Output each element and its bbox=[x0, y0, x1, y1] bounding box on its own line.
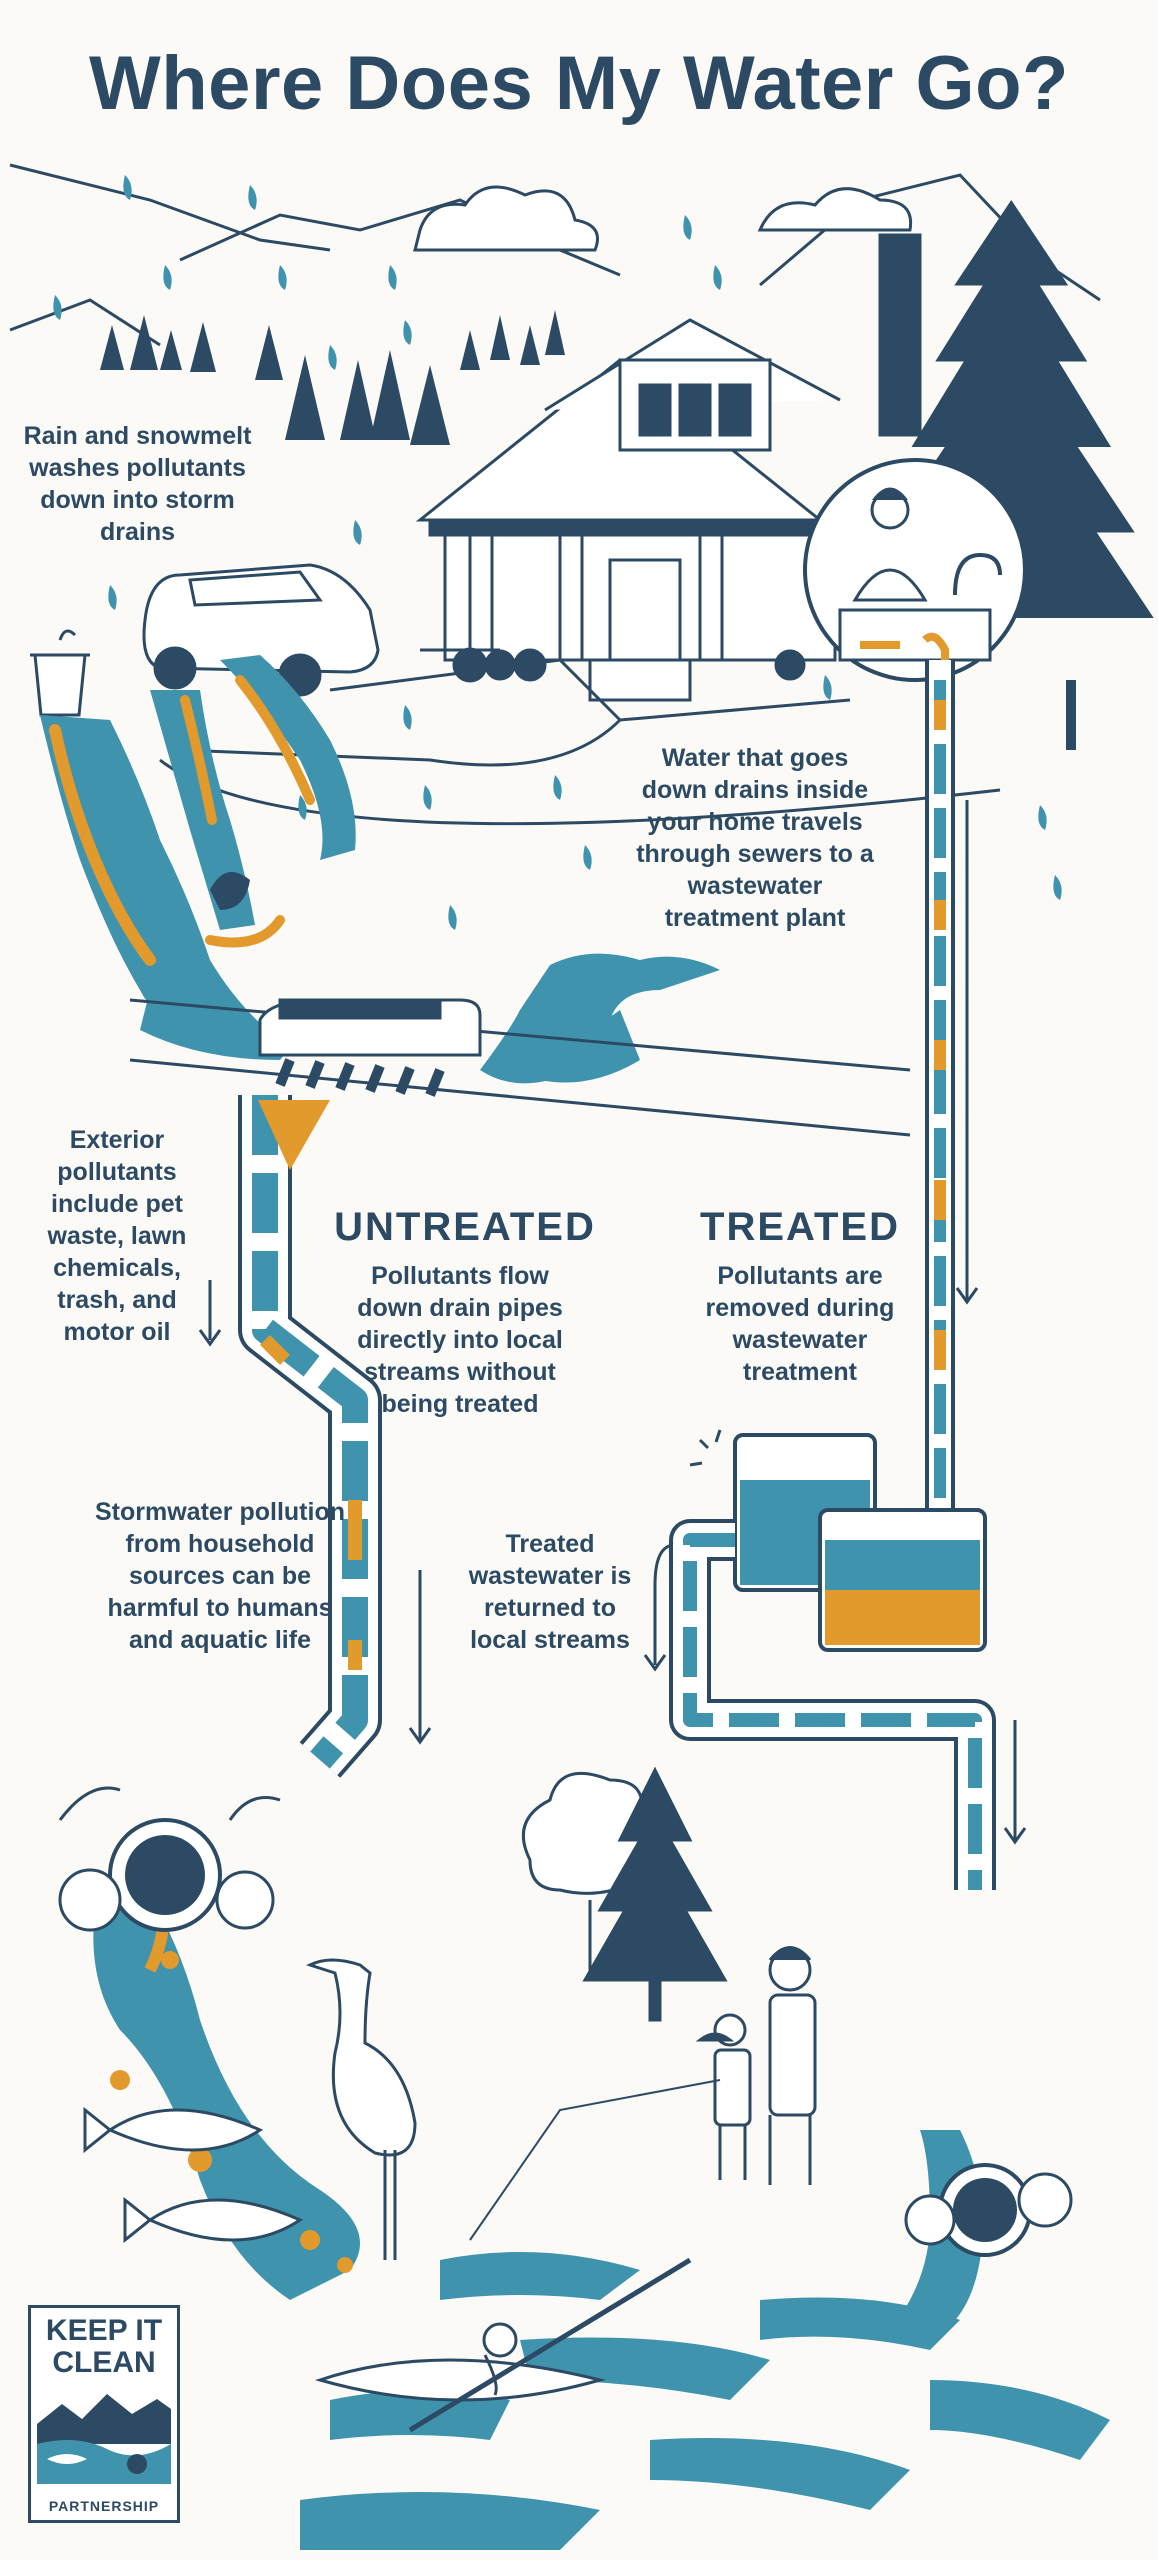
runoff-streams bbox=[40, 655, 720, 1084]
untreated-text: Pollutants flow down drain pipes directl… bbox=[357, 1262, 563, 1418]
raindrops bbox=[53, 175, 1062, 930]
note-rain: Rain and snowmelt washes pollutants down… bbox=[23, 422, 252, 546]
clouds bbox=[413, 185, 913, 252]
logo-line1: KEEP IT bbox=[45, 2314, 163, 2347]
trash-can-illustration bbox=[30, 629, 90, 717]
keep-it-clean-logo: KEEP IT CLEAN PARTNERSHIP bbox=[28, 2305, 180, 2523]
bottom-trees bbox=[521, 1766, 728, 2022]
untreated-drain-pipe bbox=[238, 1095, 382, 1778]
note-exterior-pollutants: Exterior pollutants include pet waste, l… bbox=[47, 1126, 187, 1346]
untreated-heading: UNTREATED bbox=[334, 1205, 596, 1249]
page-title: Where Does My Water Go? bbox=[89, 41, 1069, 126]
storm-drain-illustration bbox=[129, 998, 911, 1137]
flow-arrows bbox=[198, 800, 1027, 1845]
distant-pine-trees bbox=[100, 310, 565, 445]
kayaker-illustration bbox=[314, 2257, 692, 2433]
logo-line2: CLEAN bbox=[52, 2346, 156, 2379]
treated-return-pipe bbox=[669, 1519, 996, 1890]
logo-landscape-icon bbox=[37, 2384, 171, 2484]
heron-illustration bbox=[306, 1958, 417, 2260]
note-stormwater-harm: Stormwater pollution from household sour… bbox=[95, 1498, 345, 1654]
people-fishing bbox=[469, 1946, 817, 2241]
note-treated-return: Treated wastewater is returned to local … bbox=[468, 1530, 632, 1654]
note-home-drains: Water that goes down drains inside your … bbox=[636, 744, 874, 932]
car-illustration bbox=[142, 563, 380, 697]
outfall-pipe-left bbox=[58, 1786, 281, 1932]
outfall-pipe-right bbox=[904, 2163, 1073, 2257]
treated-text: Pollutants are removed during wastewater… bbox=[705, 1262, 895, 1386]
treatment-tanks bbox=[689, 1429, 987, 1652]
logo-footer: PARTNERSHIP bbox=[48, 2498, 160, 2514]
fish-illustration bbox=[83, 2106, 304, 2244]
treated-heading: TREATED bbox=[700, 1205, 900, 1249]
sink-inset bbox=[803, 458, 1027, 682]
house-illustration bbox=[415, 233, 922, 702]
